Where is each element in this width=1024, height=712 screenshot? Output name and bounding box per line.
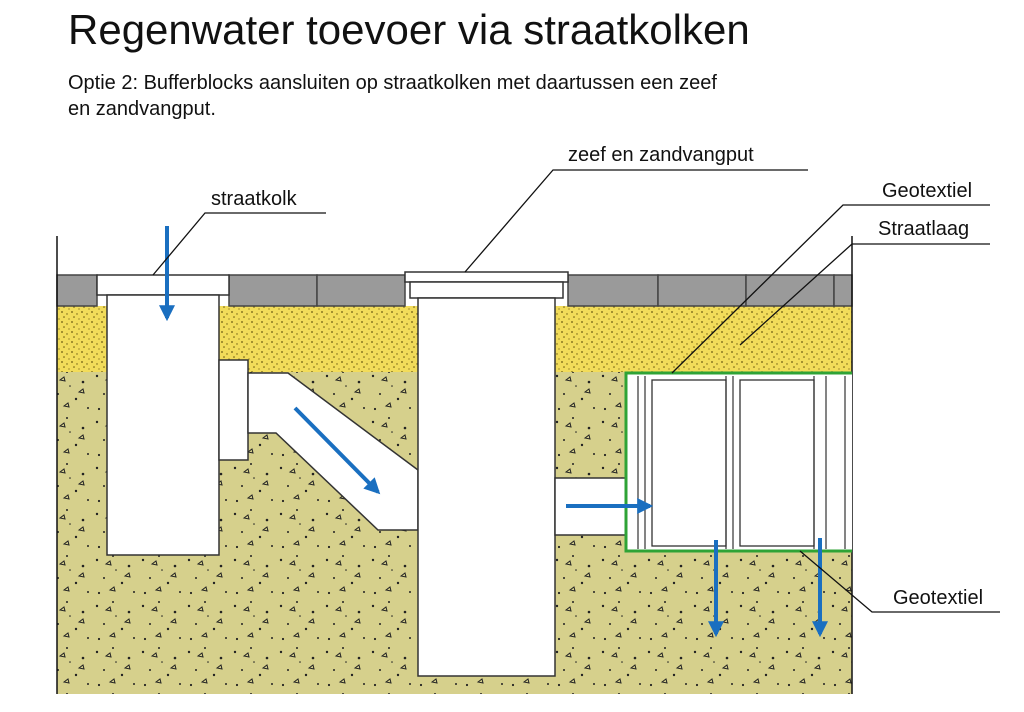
paving-stone	[228, 274, 318, 307]
paving-stone	[316, 274, 406, 307]
paving-stone	[567, 274, 659, 307]
paving-stone	[745, 274, 835, 307]
label-geotextiel-top: Geotextiel	[882, 180, 972, 202]
zandvangput	[404, 271, 569, 677]
zandvangput-rim	[409, 281, 564, 299]
flow-arrows	[159, 226, 828, 638]
leader-geotextiel-top	[671, 204, 990, 374]
page-title: Regenwater toevoer via straatkolken	[68, 6, 750, 53]
label-geotextiel-bottom: Geotextiel	[893, 587, 983, 609]
subtitle-line-1: Optie 2: Bufferblocks aansluiten op stra…	[68, 72, 717, 94]
subtitle-line-2: en zandvangput.	[68, 98, 216, 120]
leader-geotextiel-bottom	[799, 550, 1000, 613]
zandvangput-body	[417, 297, 556, 677]
leader-lines	[152, 169, 1000, 613]
zandvangput-lid	[404, 271, 569, 283]
label-straatlaag: Straatlaag	[878, 218, 969, 240]
straatkolk-gully	[96, 274, 249, 556]
gully-grate	[96, 274, 230, 296]
leader-straatkolk	[152, 212, 326, 276]
leader-zeef	[464, 169, 808, 273]
paving-stone	[56, 274, 98, 307]
geotextile-wrap	[624, 371, 852, 553]
flow-arrow-pipe	[293, 406, 381, 495]
gully-outlet-socket	[218, 359, 249, 461]
paving-stone	[657, 274, 747, 307]
paving-row	[56, 274, 853, 307]
bufferblock-cavity	[626, 373, 852, 551]
label-zeef-en-zandvangput: zeef en zandvangput	[568, 144, 754, 166]
leader-straatlaag	[739, 243, 990, 346]
bufferblocks	[624, 371, 852, 553]
paving-stone	[833, 274, 853, 307]
gully-body	[106, 294, 220, 556]
page-subtitle: Optie 2: Bufferblocks aansluiten op stra…	[68, 70, 888, 122]
label-straatkolk: straatkolk	[211, 188, 298, 210]
